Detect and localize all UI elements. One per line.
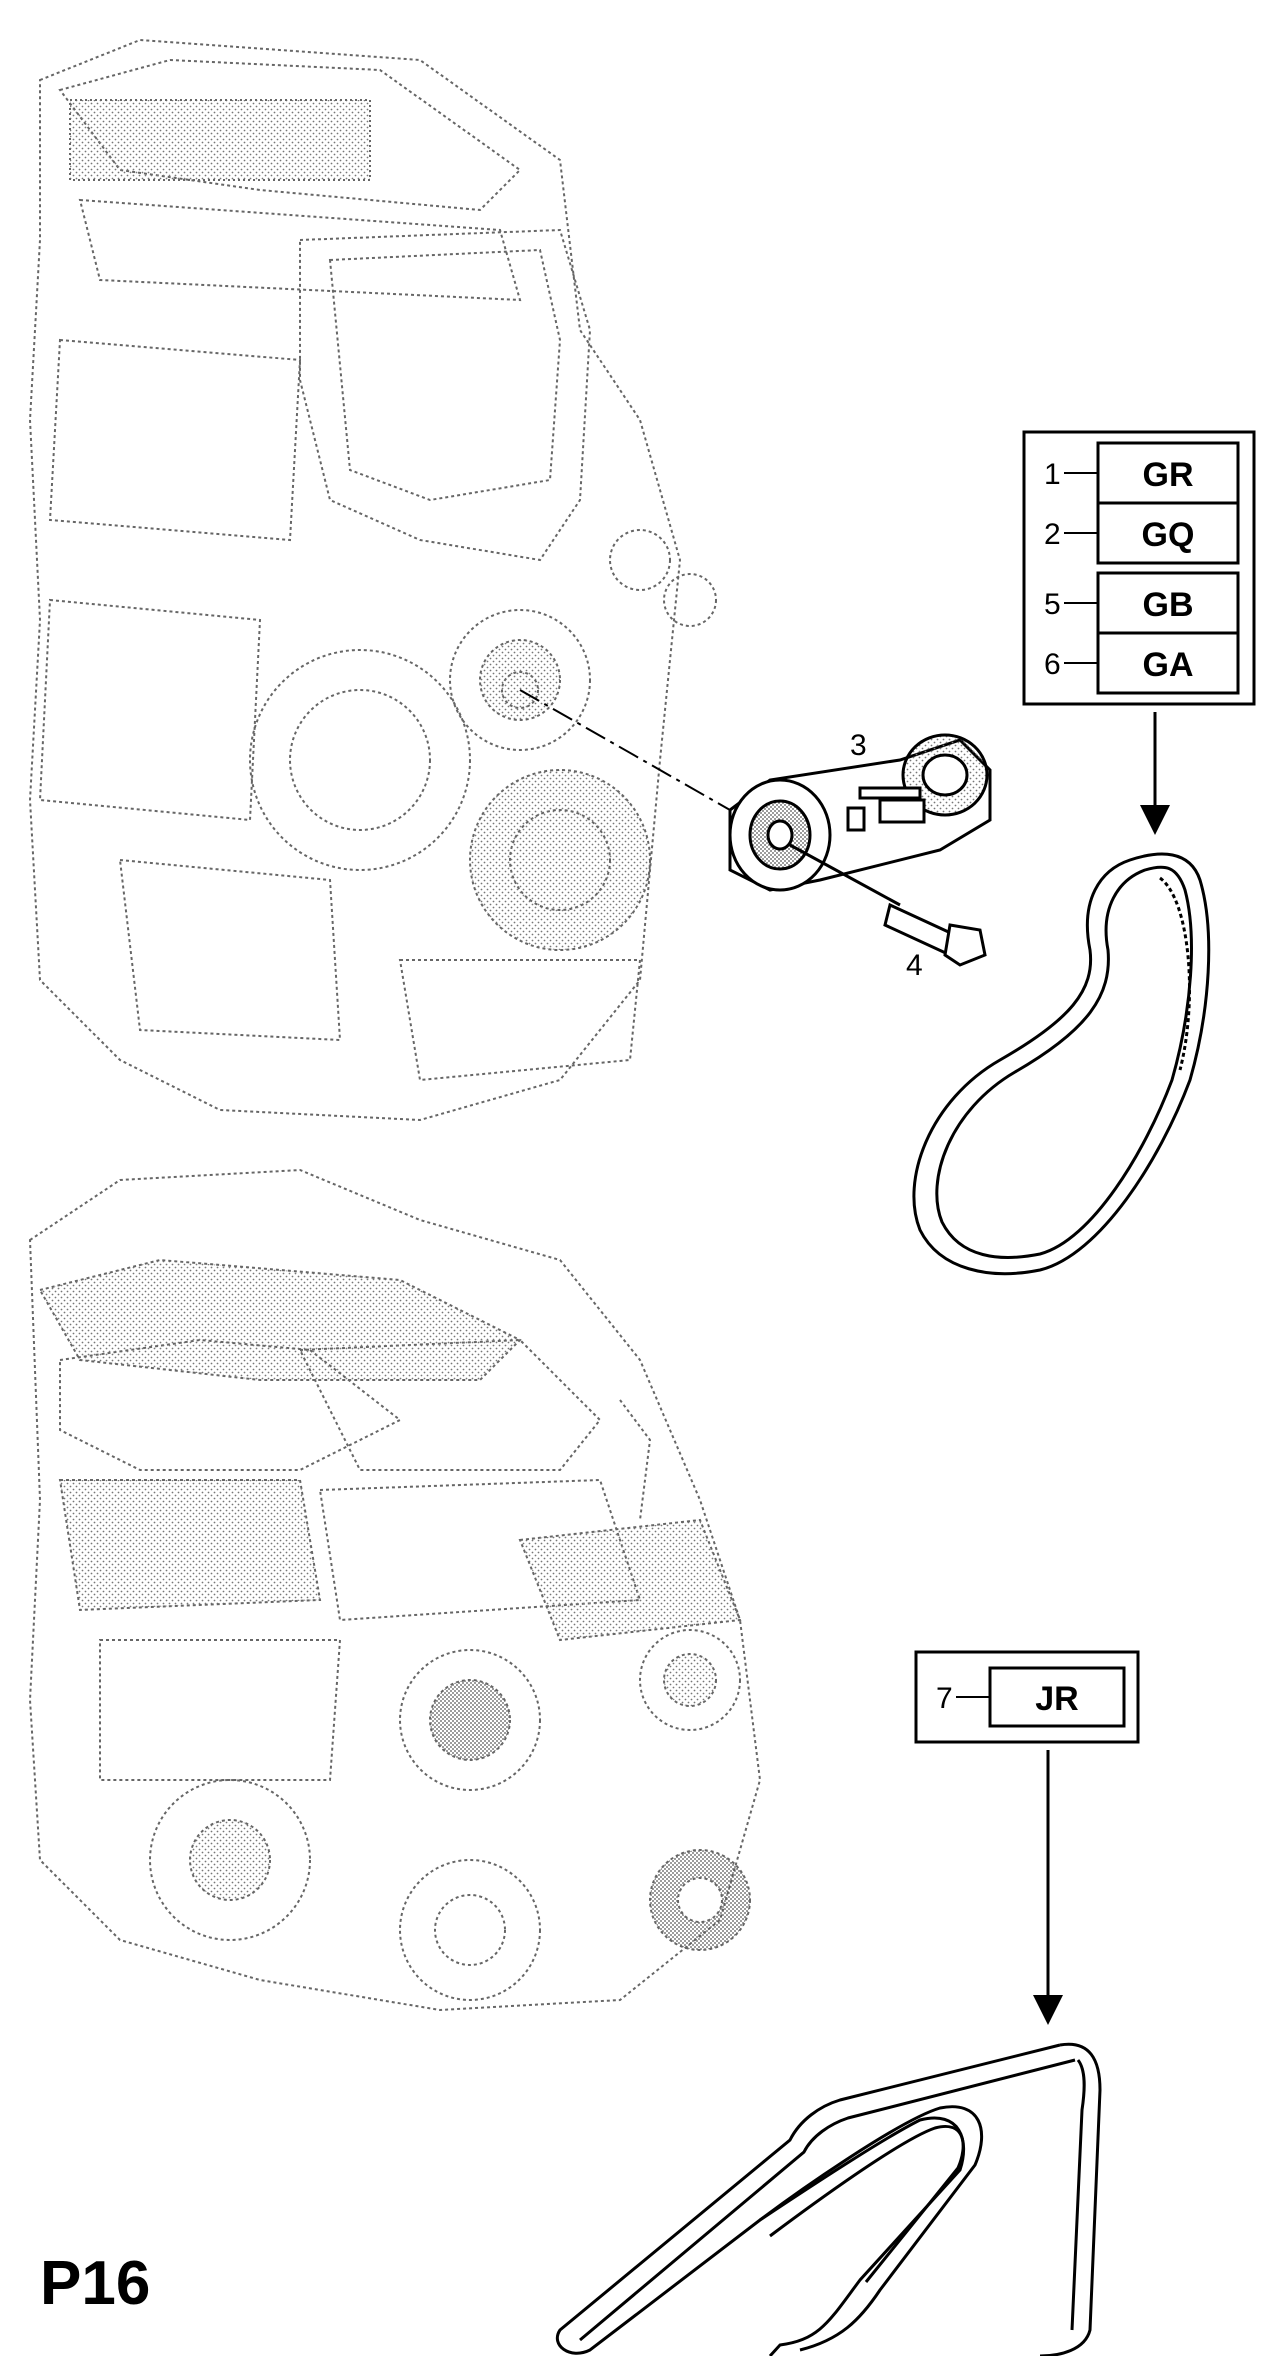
table-row-5: 5 GB — [1044, 571, 1240, 635]
lower-serpentine-belt — [555, 2042, 1102, 2356]
tensioner-assembly — [728, 733, 992, 892]
lower-reference-table: 7 JR — [914, 1650, 1140, 1744]
table-row-2: 2 GQ — [1044, 501, 1240, 565]
row-number: 7 — [936, 1682, 953, 1715]
table-row-6: 6 GA — [1044, 631, 1240, 695]
part-code: GA — [1143, 646, 1194, 684]
bolt — [789, 843, 987, 967]
row-number: 6 — [1044, 648, 1061, 681]
table-row-1: 1 GR — [1044, 441, 1240, 505]
upper-drive-belt — [912, 852, 1211, 1276]
part-code: GR — [1143, 456, 1194, 494]
upper-engine-illustration — [28, 38, 717, 1122]
callout-tensioner: 3 — [850, 729, 867, 762]
part-code: GB — [1143, 586, 1194, 624]
part-code: GQ — [1142, 516, 1195, 554]
lower-engine-illustration — [28, 1168, 762, 2012]
upper-reference-table: 1 GR 2 GQ 5 GB 6 GA — [1022, 430, 1256, 706]
row-number: 2 — [1044, 518, 1061, 551]
page-label: P16 — [40, 2249, 151, 2318]
alignment-line — [519, 689, 731, 811]
row-number: 5 — [1044, 588, 1061, 621]
part-code: JR — [1035, 1680, 1078, 1718]
row-number: 1 — [1044, 458, 1061, 491]
table-row-7: 7 JR — [936, 1666, 1126, 1728]
callout-bolt: 4 — [906, 949, 923, 982]
